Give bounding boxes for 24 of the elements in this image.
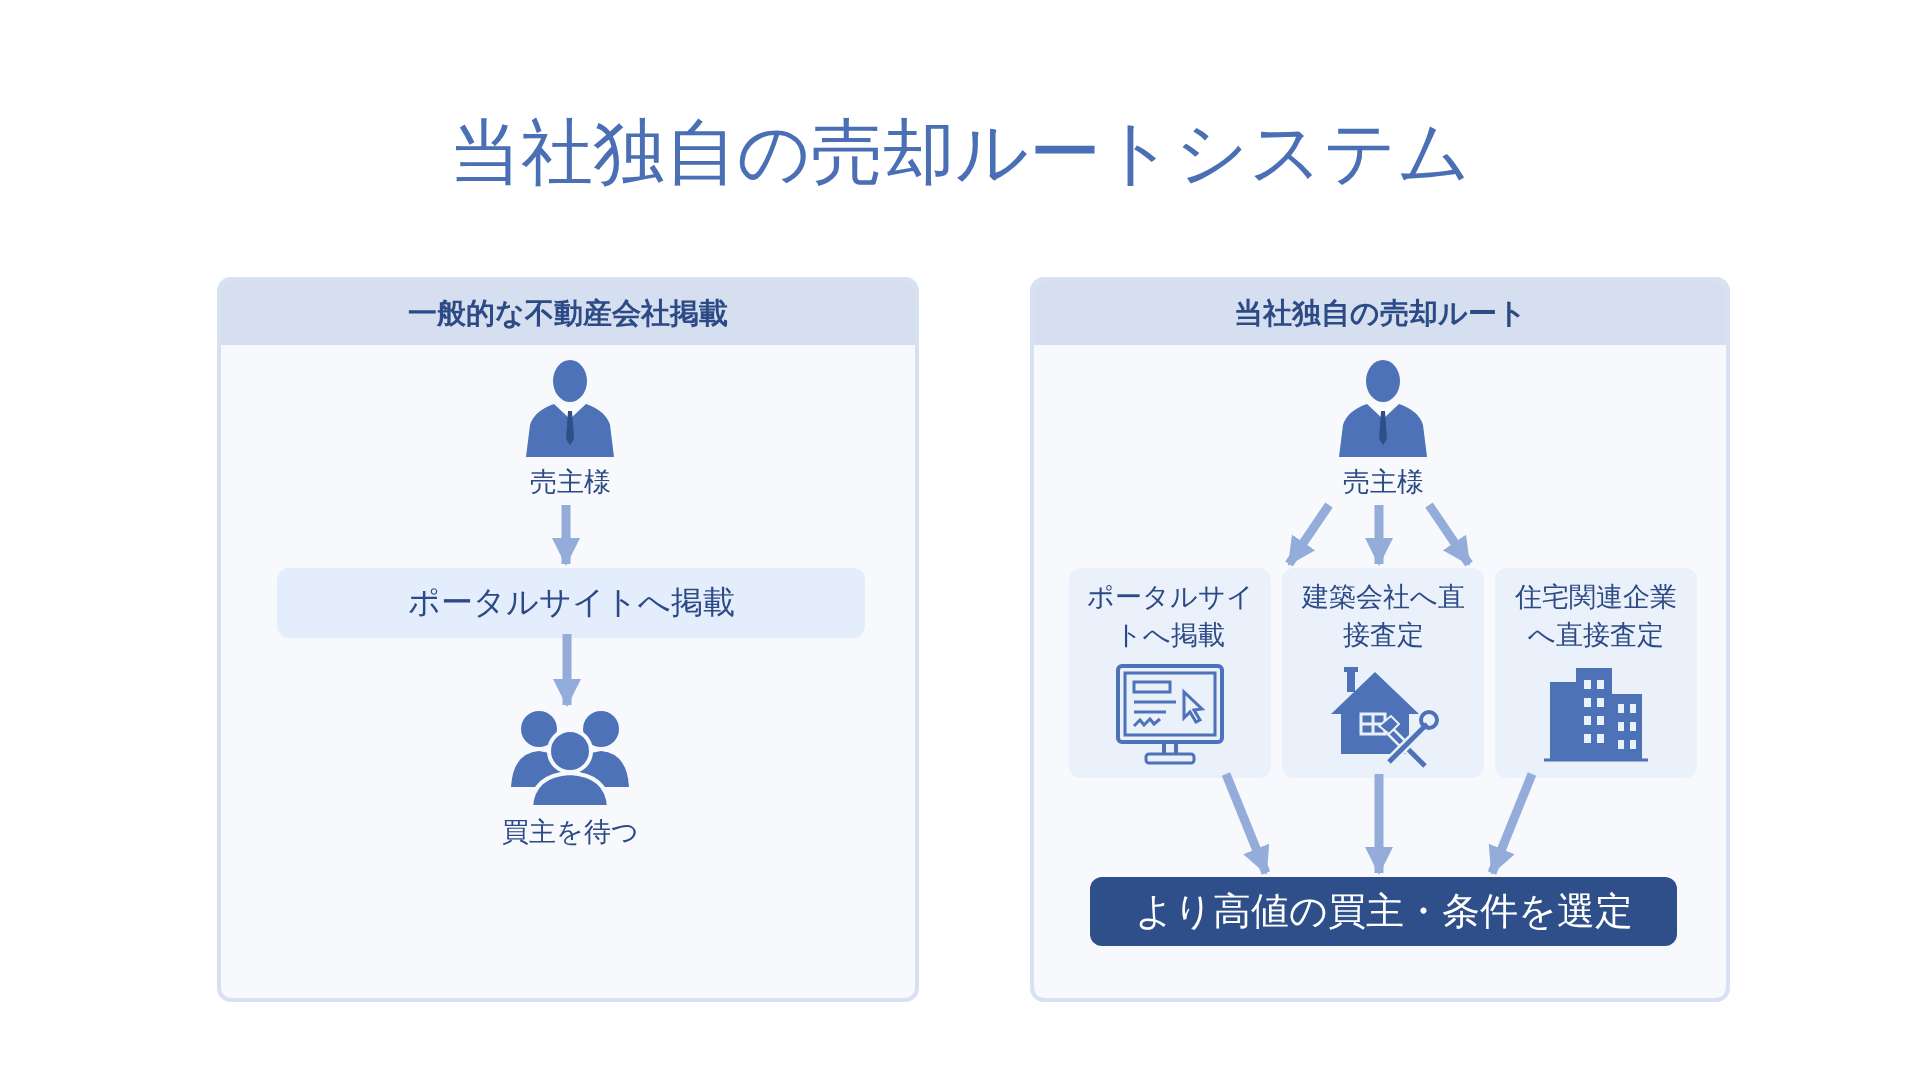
panel-header: 当社独自の売却ルート (1034, 281, 1726, 345)
panel (1030, 277, 1730, 1002)
arrow (552, 505, 580, 566)
arrow (1487, 772, 1537, 875)
option-card (1282, 568, 1484, 778)
arrow (1365, 774, 1393, 875)
option-label: 建築会社へ直接査定 (1300, 580, 1466, 652)
title: 当社独自の売却ルートシステム (448, 109, 1472, 196)
process-box: ポータルサイトへ掲載 (277, 568, 865, 638)
arrow (1425, 502, 1473, 567)
result-box: より高値の買主・条件を選定 (1090, 877, 1677, 946)
person-label: 売主様 (1341, 465, 1425, 499)
panel (217, 277, 919, 1002)
option-label: 住宅関連企業へ直接査定 (1514, 580, 1678, 652)
option-card (1495, 568, 1697, 778)
option-label: ポータルサイトへ掲載 (1085, 580, 1255, 652)
arrow (1221, 772, 1271, 875)
option-card (1069, 568, 1271, 778)
arrow (1285, 502, 1333, 567)
person-label: 買主を待つ (500, 815, 640, 849)
arrow (553, 634, 581, 707)
panel-header: 一般的な不動産会社掲載 (221, 281, 915, 345)
arrow (1365, 505, 1393, 566)
person-label: 売主様 (528, 465, 612, 499)
